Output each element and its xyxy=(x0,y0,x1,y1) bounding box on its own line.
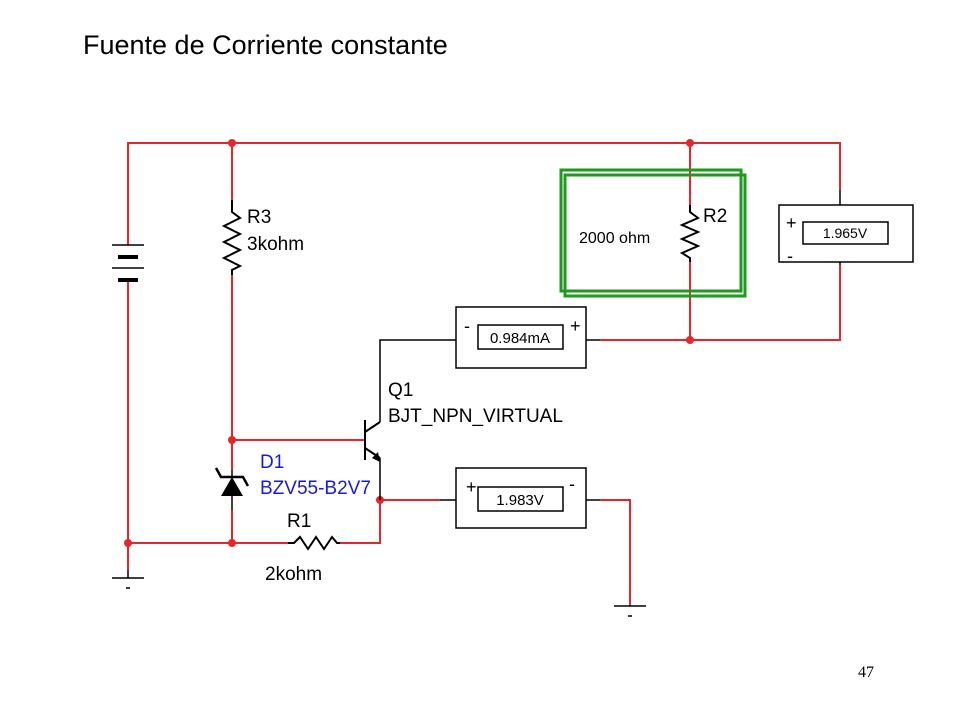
wires xyxy=(127,142,841,605)
page-title: Fuente de Corriente constante xyxy=(83,30,448,60)
junction-dot xyxy=(686,336,694,344)
r1-name: R1 xyxy=(287,511,311,532)
junction-dot xyxy=(124,539,132,547)
r2-highlight-box xyxy=(559,168,743,293)
ammeter-reading: 0.984mA xyxy=(490,330,550,347)
ammeter-plus: + xyxy=(570,316,581,336)
junction-dot xyxy=(228,539,236,547)
wire-ammeter-right xyxy=(600,265,841,341)
r2-value: 2000 ohm xyxy=(579,230,650,247)
voltmeter-r2-minus: - xyxy=(787,246,793,266)
r2-highlight-box-shadow xyxy=(563,173,747,298)
d1-name: D1 xyxy=(260,452,284,473)
ammeter-minus: - xyxy=(464,316,470,336)
wire-vm-ground xyxy=(600,499,631,605)
junction-dots xyxy=(124,139,694,547)
zener-diode-icon xyxy=(214,467,250,510)
q1-model: BJT_NPN_VIRTUAL xyxy=(388,406,563,427)
ground-icon xyxy=(112,570,144,589)
voltmeter-emitter-minus: - xyxy=(569,474,575,494)
page-number: 47 xyxy=(858,664,874,681)
collector-lead xyxy=(379,339,440,422)
ground-icon xyxy=(614,605,646,617)
ammeter[interactable]: 0.984mA - + xyxy=(455,306,587,369)
d1-model: BZV55-B2V7 xyxy=(260,478,371,499)
junction-dot xyxy=(228,139,236,147)
r3-name: R3 xyxy=(247,207,271,228)
resistor-r1-icon xyxy=(288,535,340,551)
resistor-r3-icon xyxy=(221,200,243,275)
voltmeter-r2[interactable]: 1.965V + - xyxy=(778,204,914,266)
voltmeter-emitter-reading: 1.983V xyxy=(496,492,544,509)
junction-dot xyxy=(228,436,236,444)
r1-value: 2kohm xyxy=(265,564,322,585)
wire-top-rail xyxy=(127,142,841,245)
component-leads xyxy=(379,190,841,501)
r2-name: R2 xyxy=(703,206,727,227)
voltmeter-emitter-plus: + xyxy=(466,477,477,497)
voltmeter-r2-plus: + xyxy=(786,213,797,233)
r3-value: 3kohm xyxy=(247,234,304,255)
battery-symbol xyxy=(112,244,144,282)
q1-name: Q1 xyxy=(388,380,413,401)
wire-r1-emitter xyxy=(340,500,381,544)
voltmeter-r2-reading: 1.965V xyxy=(823,225,868,241)
npn-transistor-icon xyxy=(364,420,381,500)
resistor-r2-icon xyxy=(679,205,701,262)
junction-dot xyxy=(686,139,694,147)
voltmeter-emitter[interactable]: 1.983V + - xyxy=(455,467,587,529)
